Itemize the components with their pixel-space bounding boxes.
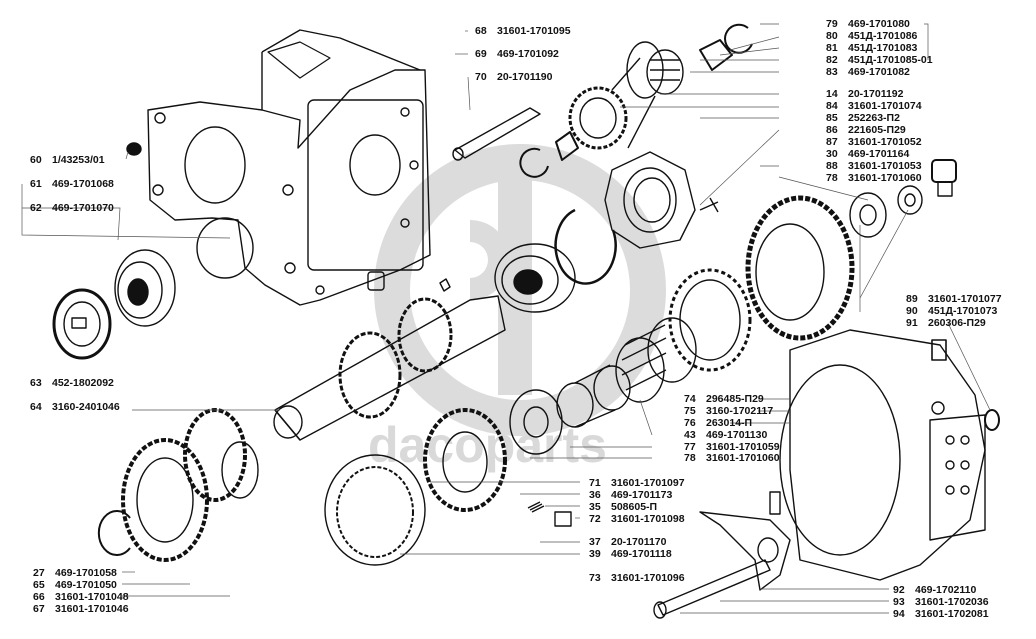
main-shaft — [273, 295, 506, 441]
large-gear-left — [121, 408, 259, 562]
bolt-small — [699, 197, 719, 213]
ball-bearing-center — [494, 243, 576, 313]
needle-cage-top — [646, 49, 684, 95]
synchro-ring — [668, 268, 752, 372]
gearbox-housing — [147, 29, 431, 306]
leader-lines — [21, 23, 991, 614]
ball-bearing-left — [114, 249, 176, 327]
shaft-gears — [338, 297, 453, 419]
bearing-cover — [604, 151, 696, 249]
washer-right — [849, 185, 923, 238]
shift-rod — [653, 559, 771, 619]
needle-cage — [615, 317, 697, 403]
circlip-top — [519, 23, 753, 178]
splined-gear-top — [568, 41, 664, 150]
drain-plug — [931, 159, 957, 197]
rear-cover-housing — [779, 329, 986, 581]
o-ring-right — [984, 409, 1000, 431]
thrust-washer — [509, 389, 563, 455]
shaft-pin — [452, 107, 541, 161]
snap-ring — [554, 208, 617, 285]
shift-fork — [699, 491, 791, 591]
plug — [126, 142, 142, 156]
large-gear-right — [745, 195, 855, 341]
seal-ring — [52, 288, 112, 360]
clutch-sleeve — [324, 408, 507, 566]
plug-center — [367, 271, 385, 291]
spring-ball — [527, 501, 572, 527]
circlip-left — [97, 510, 131, 556]
key — [439, 278, 451, 292]
